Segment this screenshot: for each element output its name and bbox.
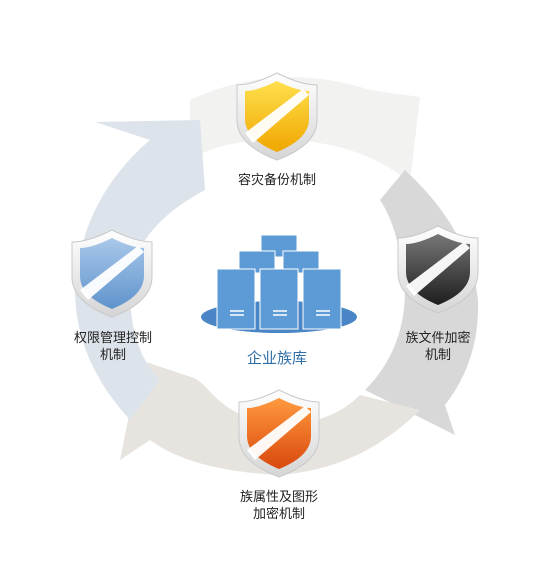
mechanism-left-line2: 机制 (99, 348, 126, 363)
mechanism-bottom-line2: 加密机制 (252, 507, 305, 522)
server-mid-right (282, 250, 320, 274)
server-left (216, 268, 256, 330)
mechanism-top-line1: 容灾备份机制 (237, 173, 316, 188)
mechanism-top-label: 容灾备份机制 (222, 172, 332, 189)
server-right (302, 268, 342, 330)
mechanism-right-line1: 族文件加密 (405, 331, 471, 346)
shield-left-icon (71, 229, 153, 318)
mechanism-left-line1: 权限管理控制 (73, 331, 152, 346)
center-library-label: 企业族库 (246, 349, 307, 367)
arc-left (75, 120, 205, 420)
shield-top-icon (236, 72, 318, 161)
server-group-icon (201, 234, 357, 333)
mechanism-right-label: 族文件加密 机制 (388, 330, 488, 364)
mechanism-left-label: 权限管理控制 机制 (58, 330, 168, 364)
mechanism-bottom-line1: 族属性及图形 (239, 490, 318, 505)
shield-right-icon (397, 225, 479, 314)
arc-bottom (120, 360, 420, 475)
server-mid-left (238, 250, 276, 274)
shield-bottom-icon (238, 389, 320, 478)
mechanism-bottom-label: 族属性及图形 加密机制 (224, 489, 334, 523)
server-center (259, 268, 299, 330)
mechanism-right-line2: 机制 (424, 348, 451, 363)
